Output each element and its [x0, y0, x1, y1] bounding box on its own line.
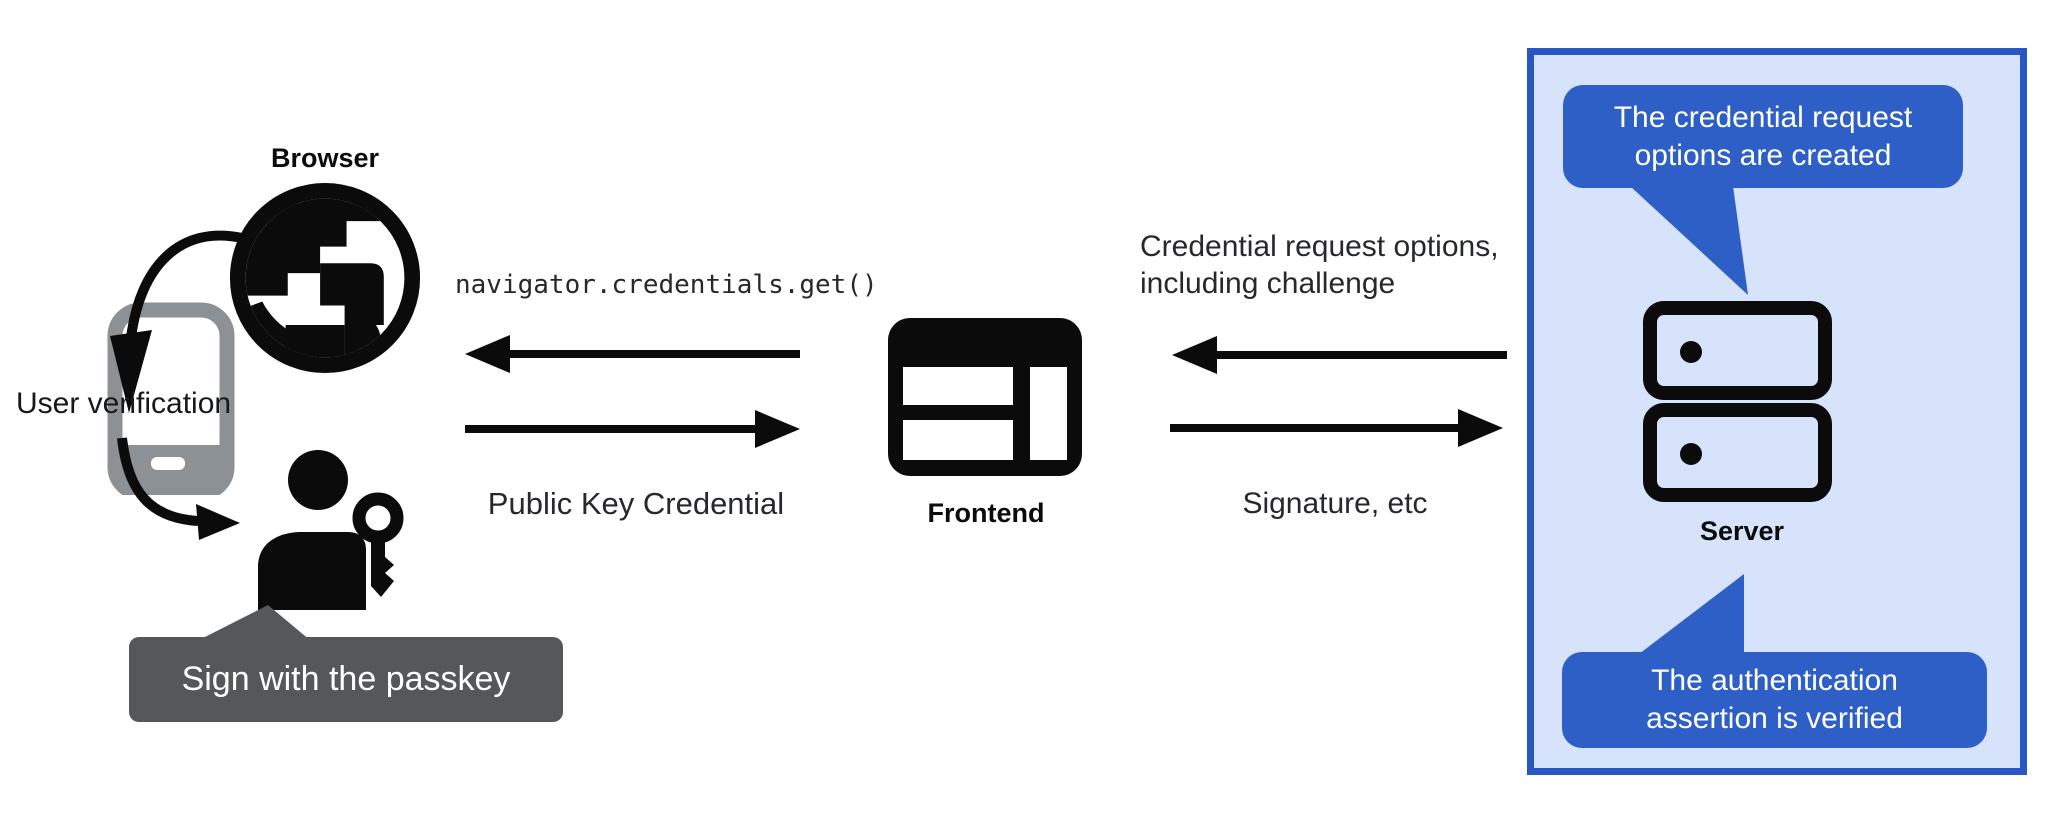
signature-label: Signature, etc: [1242, 487, 1428, 520]
callout-bottom-tail: [1639, 574, 1744, 654]
credential-request-options-line1: Credential request options,: [1140, 230, 1499, 263]
callout-options-created-line1: The credential request: [1613, 100, 1913, 134]
person-icon: [258, 450, 404, 610]
browser-label: Browser: [270, 143, 380, 173]
callout-assertion-verified: The authentication assertion is verified: [1562, 652, 1987, 748]
server-label: Server: [1699, 516, 1785, 546]
callout-options-created: The credential request options are creat…: [1563, 85, 1963, 188]
get-call-label: navigator.credentials.get(): [455, 270, 878, 300]
arrow-browser-to-frontend: [465, 410, 800, 448]
arrow-frontend-to-server: [1170, 409, 1503, 447]
curved-arrow-phone-to-person: [117, 437, 240, 540]
callout-assertion-verified-line2: assertion is verified: [1646, 702, 1903, 735]
tooltip-tail: [197, 605, 311, 641]
passkey-tooltip: Sign with the passkey: [129, 637, 563, 722]
callout-top-tail: [1630, 186, 1748, 295]
passkey-tooltip-text: Sign with the passkey: [181, 660, 511, 698]
curved-arrow-browser-to-phone: [110, 230, 244, 413]
server-stack-icon: [1643, 301, 1832, 502]
credential-request-options-label: Credential request options, including ch…: [1140, 228, 1560, 302]
public-key-credential-label: Public Key Credential: [487, 486, 785, 521]
arrow-server-to-frontend: [1172, 336, 1507, 374]
frontend-label: Frontend: [927, 498, 1045, 528]
callout-assertion-verified-line1: The authentication: [1651, 664, 1898, 697]
callout-options-created-line2: options are created: [1634, 138, 1892, 172]
browser-window-icon: [888, 318, 1082, 476]
credential-request-options-line2: including challenge: [1140, 267, 1396, 300]
arrow-frontend-to-browser: [465, 335, 800, 373]
user-verification-label: User verification: [16, 387, 232, 420]
server-panel: The credential request options are creat…: [1527, 48, 2027, 775]
passkey-key-icon: [352, 492, 404, 597]
globe-icon: [229, 182, 421, 374]
